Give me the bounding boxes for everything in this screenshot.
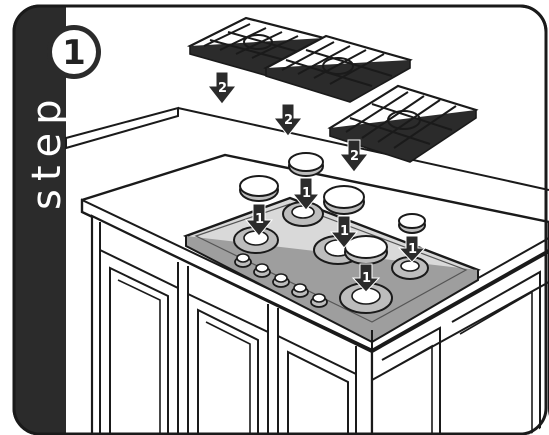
svg-text:2: 2 xyxy=(218,81,227,96)
step-number: 1 xyxy=(62,33,86,73)
control-knob xyxy=(273,274,289,287)
burner-cap-back-left xyxy=(289,153,323,176)
burner-cap-left xyxy=(240,176,278,201)
step-word: step xyxy=(24,91,70,210)
svg-text:1: 1 xyxy=(340,224,349,239)
svg-text:1: 1 xyxy=(362,271,371,286)
svg-text:2: 2 xyxy=(350,149,359,164)
burner-cap-front xyxy=(345,236,387,264)
burner-cap-center xyxy=(324,186,364,214)
control-knob xyxy=(292,284,308,297)
burner-cap-right xyxy=(399,214,425,233)
svg-text:2: 2 xyxy=(284,113,293,128)
svg-text:1: 1 xyxy=(255,212,264,227)
control-knob xyxy=(235,254,251,267)
step-number-badge: 1 xyxy=(47,25,101,79)
control-knob xyxy=(254,264,270,277)
control-knob xyxy=(311,294,327,307)
svg-text:1: 1 xyxy=(408,242,417,257)
svg-text:1: 1 xyxy=(302,186,311,201)
